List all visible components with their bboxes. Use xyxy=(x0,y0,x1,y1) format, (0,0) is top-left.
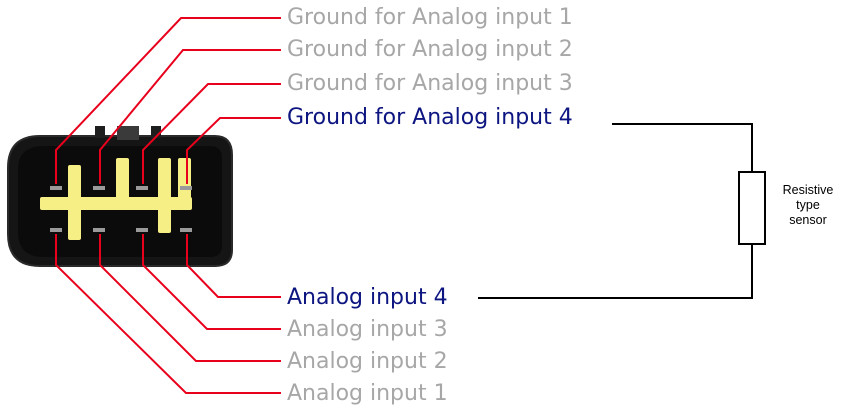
input-leaders xyxy=(55,234,281,394)
pin xyxy=(50,186,62,190)
pin xyxy=(136,186,148,190)
connector-latch-right xyxy=(151,126,161,138)
connector-latch-left xyxy=(95,126,105,138)
leader-input-1 xyxy=(55,234,281,394)
leader-ground-4 xyxy=(186,117,281,184)
label-ground-analog-input-1: Ground for Analog input 1 xyxy=(287,5,573,30)
connector-pins xyxy=(50,186,192,232)
label-ground-analog-input-3: Ground for Analog input 3 xyxy=(287,71,573,96)
leader-ground-1 xyxy=(55,17,281,184)
key-rib xyxy=(116,158,129,203)
pin xyxy=(93,228,105,232)
pin xyxy=(50,228,62,232)
leader-ground-2 xyxy=(99,49,281,184)
circuit-wire-ground xyxy=(612,123,753,172)
resistor-symbol xyxy=(738,171,766,245)
sensor-label-line: Resistive xyxy=(782,183,834,197)
label-analog-input-3: Analog input 3 xyxy=(287,317,448,342)
pin xyxy=(180,228,192,232)
key-rib xyxy=(158,158,171,233)
leader-input-2 xyxy=(99,234,281,362)
sensor-label: Resistive type sensor xyxy=(764,183,848,228)
circuit-wire-input xyxy=(478,244,753,299)
label-analog-input-2: Analog input 2 xyxy=(287,349,448,374)
pin xyxy=(180,186,192,190)
label-analog-input-1: Analog input 1 xyxy=(287,381,448,406)
leader-input-4 xyxy=(186,234,281,298)
leader-input-3 xyxy=(142,234,281,330)
leader-ground-3 xyxy=(142,83,281,184)
pin xyxy=(136,228,148,232)
sensor-label-line: type xyxy=(796,198,820,212)
sensor-circuit xyxy=(478,123,766,299)
label-analog-input-4: Analog input 4 xyxy=(287,285,448,310)
connector xyxy=(7,126,233,267)
key-bar xyxy=(40,197,192,210)
sensor-label-line: sensor xyxy=(789,213,827,227)
ground-leaders xyxy=(55,17,281,184)
label-ground-analog-input-2: Ground for Analog input 2 xyxy=(287,37,573,62)
pin xyxy=(93,186,105,190)
label-ground-analog-input-4: Ground for Analog input 4 xyxy=(287,105,573,130)
connector-latch-center xyxy=(117,126,139,140)
